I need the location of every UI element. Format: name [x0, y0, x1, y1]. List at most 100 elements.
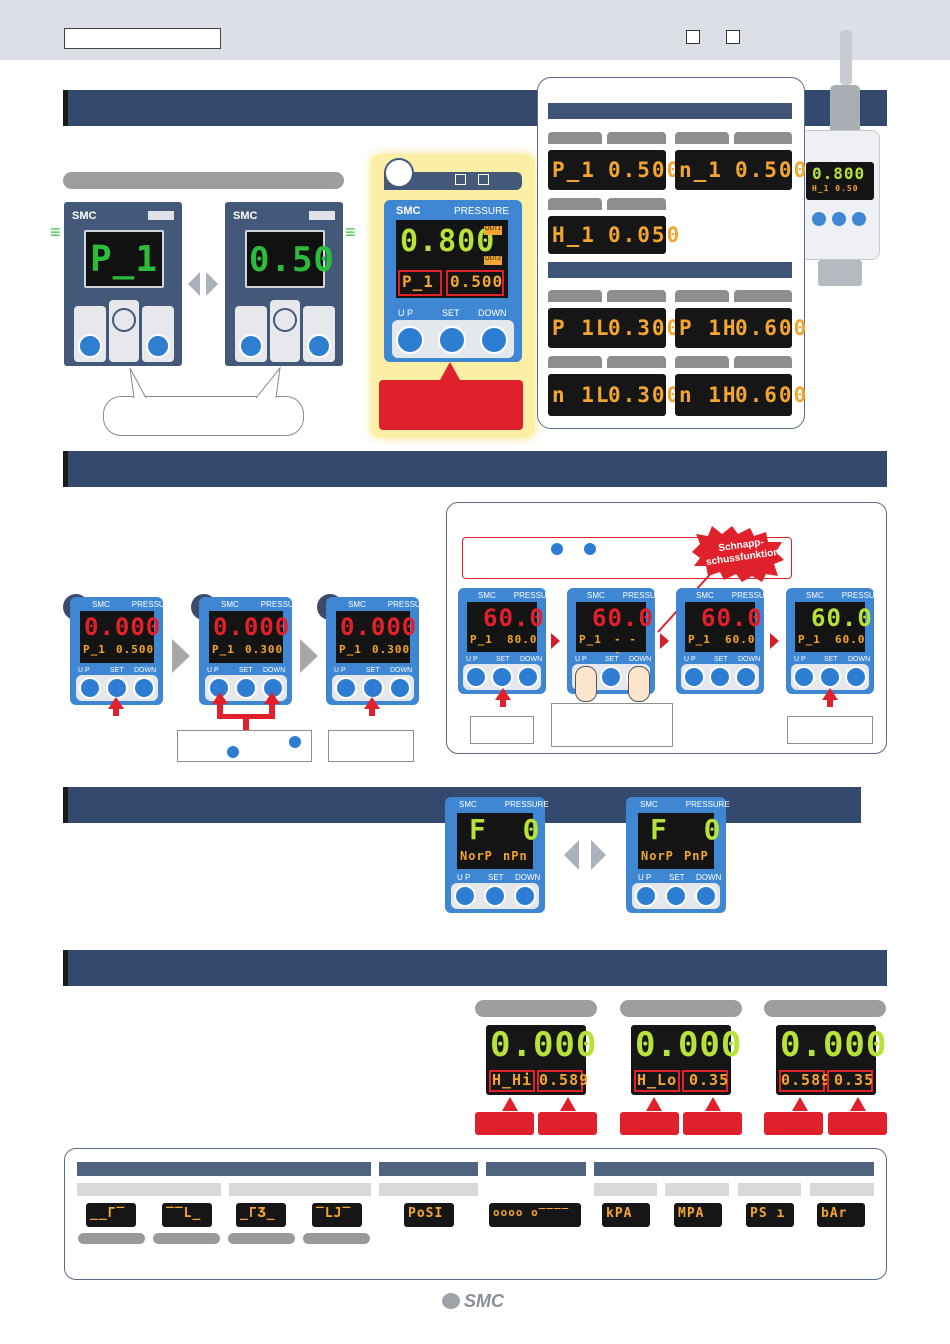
main-reading: 0.800 [400, 224, 496, 259]
red-tag [538, 1112, 597, 1135]
blink-icon: ≡ [50, 222, 61, 242]
next-red-icon [770, 633, 779, 649]
next-red-icon [551, 633, 560, 649]
section1-caption-pill [63, 172, 344, 189]
set-button[interactable] [819, 666, 841, 688]
photo-screen-main: 0.800 [812, 164, 866, 183]
smc-logo: SMC [396, 205, 421, 217]
down-button[interactable] [146, 334, 170, 358]
down-icon [584, 543, 596, 555]
up-button[interactable] [683, 666, 705, 688]
down-button[interactable] [480, 326, 508, 354]
set-label: SET [442, 308, 460, 318]
set-button[interactable] [600, 666, 622, 688]
out2-indicator: OUT2 [484, 256, 502, 265]
down-button[interactable] [517, 666, 539, 688]
set-button[interactable] [235, 677, 257, 699]
legend-seg-3: _ΓƷ_ [240, 1206, 276, 1221]
note-box-updown [177, 730, 312, 762]
set-button[interactable] [484, 885, 506, 907]
footer-logo: SMC [442, 1290, 510, 1312]
next-step-icon [172, 639, 190, 673]
panel-lcd-n1: n_1 0.500 [675, 150, 806, 190]
press-both-arrows-icon [212, 692, 280, 732]
toggle-right-icon [206, 272, 218, 296]
set-button-icon [832, 212, 846, 226]
square-icon [478, 174, 489, 185]
panel-lcd-p1h: P 1H 0.600 [675, 308, 806, 348]
set-button[interactable] [106, 677, 128, 699]
set-button[interactable] [665, 885, 687, 907]
smc-logo: SMC [233, 210, 258, 222]
square-icon [726, 30, 740, 44]
down-button[interactable] [307, 334, 331, 358]
up-button[interactable] [793, 666, 815, 688]
down-button[interactable] [695, 885, 717, 907]
red-tag [683, 1112, 742, 1135]
legend-seg-6: oooo o‾‾‾‾ [493, 1206, 570, 1219]
controller-small-b: SMC 0.50 [225, 202, 343, 366]
up-label: U P [398, 308, 414, 318]
press-arrow-icon [364, 697, 380, 709]
callout-bubble [103, 396, 304, 436]
set-button[interactable] [438, 326, 466, 354]
set-button[interactable] [362, 677, 384, 699]
snap-note-2 [551, 703, 673, 747]
photo-screen-sub: H_1 0.50 [812, 184, 859, 193]
up-button[interactable] [465, 666, 487, 688]
display-text: 0.50 [249, 240, 335, 280]
up-button[interactable] [78, 334, 102, 358]
section-band-2 [63, 451, 887, 487]
legend-seg-4: ‾LJ‾ [316, 1206, 352, 1221]
set-button[interactable] [491, 666, 513, 688]
header-label-box [64, 28, 221, 49]
controller-main: SMC PRESSURE 0.800 OUT1 OUT2 P_1 0.500 U… [384, 200, 522, 362]
square-icon [686, 30, 700, 44]
step-badge [384, 158, 414, 188]
up-button[interactable] [454, 885, 476, 907]
panel-header-bottom [548, 262, 792, 278]
up-button-icon [812, 212, 826, 226]
legend-seg-8: MPA [678, 1206, 705, 1221]
note-box-set [328, 730, 414, 762]
up-button[interactable] [635, 885, 657, 907]
down-icon [227, 746, 239, 758]
snap-note-4 [787, 716, 873, 744]
up-icon [289, 736, 301, 748]
sub-left: P_1 [402, 272, 434, 291]
toggle-left-icon [564, 840, 579, 870]
snap-starburst [692, 526, 784, 582]
down-button[interactable] [735, 666, 757, 688]
mode-pill-3 [764, 1000, 886, 1017]
mode-pill-1 [475, 1000, 597, 1017]
down-button-icon [852, 212, 866, 226]
up-button[interactable] [239, 334, 263, 358]
set-button[interactable] [709, 666, 731, 688]
down-button[interactable] [514, 885, 536, 907]
toggle-right-icon [591, 840, 606, 870]
up-button[interactable] [396, 326, 424, 354]
pointer-arrow-icon [440, 362, 460, 380]
panel-lcd-h1: H_1 0.050 [548, 216, 679, 254]
square-icon [455, 174, 466, 185]
set-button[interactable] [273, 308, 297, 332]
next-red-icon [660, 633, 669, 649]
up-button[interactable] [335, 677, 357, 699]
down-button[interactable] [845, 666, 867, 688]
set-button[interactable] [112, 308, 136, 332]
up-button[interactable] [79, 677, 101, 699]
device-photo: 0.800 H_1 0.50 [796, 30, 882, 288]
mode-screen-3: 0.000 0.589 0.35 [776, 1025, 886, 1095]
red-callout [379, 380, 523, 430]
section-band-4 [63, 950, 887, 986]
down-button[interactable] [389, 677, 411, 699]
mode-screen-2: 0.000 H_Lo 0.35 [631, 1025, 741, 1095]
down-button[interactable] [133, 677, 155, 699]
panel-lcd-n1h: n 1H 0.600 [675, 374, 806, 416]
